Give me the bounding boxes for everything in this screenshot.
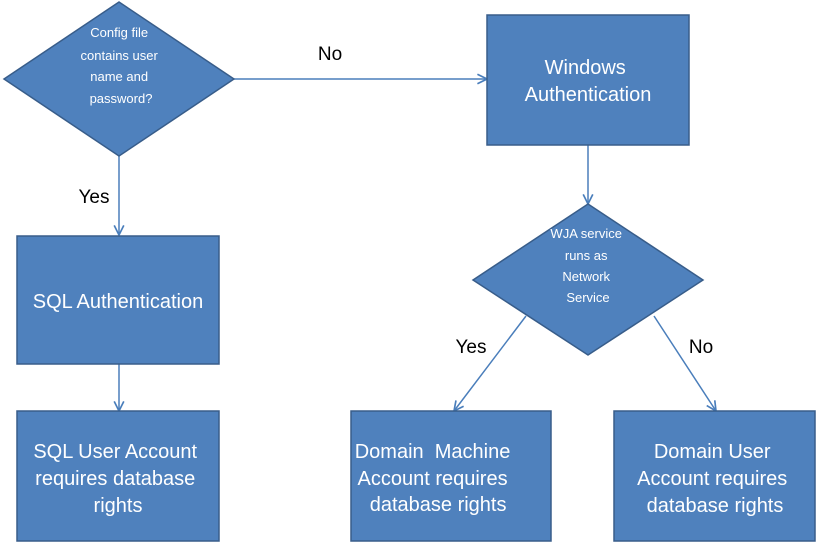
config-decision-line-4: password?	[90, 91, 153, 106]
edge-label-config-yes: Yes	[79, 187, 110, 208]
wja-decision-line-3: Network	[562, 269, 610, 284]
svg-text:WJA service runs as: WJA service runs as Network Service	[550, 226, 625, 305]
edge-label-wja-yes: Yes	[456, 337, 487, 358]
edge-label-config-no: No	[318, 44, 342, 65]
config-file-decision: Config file contains user name and passw…	[2, 1, 236, 157]
windows-auth-line-1: Windows	[545, 57, 626, 79]
wja-service-decision: WJA service runs as Network Service	[471, 203, 705, 356]
svg-text:SQL User Account require: SQL User Account requires database right…	[33, 441, 202, 517]
domain-machine-account-line-3: database rights	[370, 494, 507, 516]
wja-decision-line-4: Service	[566, 290, 609, 305]
domain-machine-account-line-1: Domain Machine	[355, 441, 511, 463]
config-decision-line-2: contains user	[81, 48, 159, 63]
windows-auth-line-2: Authentication	[525, 84, 652, 106]
domain-user-account-box: Domain User Account requires database ri…	[613, 410, 816, 542]
svg-text:Domain Machine Account: Domain Machine Account requires database…	[355, 441, 511, 516]
sql-user-account-line-1: SQL User Account	[33, 441, 197, 463]
config-decision-line-1: Config file	[90, 25, 148, 40]
svg-text:Config file contains use: Config file contains user name and passw…	[81, 25, 162, 106]
wja-decision-line-1: WJA service	[550, 226, 622, 241]
arrow-wja-no	[653, 315, 716, 411]
edge-label-wja-no: No	[689, 337, 713, 358]
sql-user-account-line-3: rights	[94, 495, 143, 517]
domain-user-account-line-3: database rights	[647, 495, 784, 517]
arrow-wja-yes	[454, 315, 527, 411]
sql-user-account-line-2: requires database	[35, 468, 195, 490]
sql-authentication-box: SQL Authentication	[16, 235, 220, 365]
svg-text:SQL Authentication: SQL Authentication	[33, 291, 204, 313]
domain-user-account-line-1: Domain User	[654, 441, 771, 463]
domain-machine-account-box: Domain Machine Account requires database…	[350, 410, 552, 542]
sql-user-account-box: SQL User Account requires database right…	[16, 410, 220, 542]
windows-authentication-box: Windows Authentication	[486, 14, 690, 146]
svg-text:Domain User Account requ: Domain User Account requires database ri…	[637, 441, 793, 517]
domain-user-account-line-2: Account requires	[637, 468, 787, 490]
sql-auth-line-1: SQL Authentication	[33, 291, 204, 313]
svg-text:Windows Authentication: Windows Authentication	[525, 57, 652, 106]
wja-decision-line-2: runs as	[565, 248, 608, 263]
domain-machine-account-line-2: Account requires	[358, 468, 508, 490]
config-decision-line-3: name and	[90, 69, 148, 84]
